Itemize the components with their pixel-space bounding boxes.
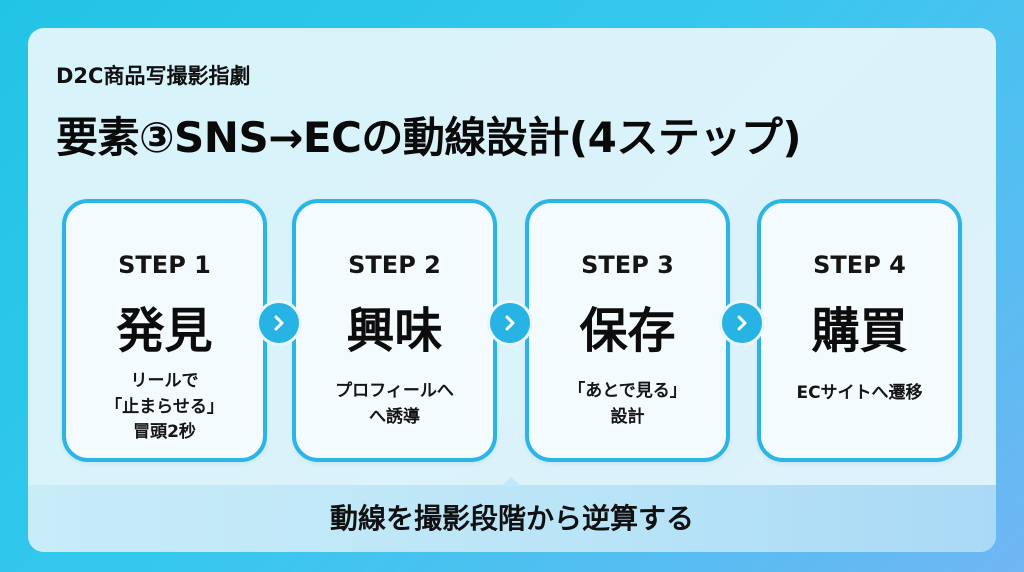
step-label: STEP 2 [348,251,441,279]
step-name: 保存 [579,303,676,359]
step-card-4: STEP 4 購買 ECサイトへ遷移 [757,199,962,462]
footer-pointer [501,477,521,486]
step-label: STEP 4 [813,251,906,279]
page-subtitle: D2C商品写撮影指劇 [56,64,251,88]
step-description: 「あとで見る」 設計 [568,381,687,427]
footer-bar [28,485,996,552]
step-card-2: STEP 2 興味 プロフィールへ へ誘導 [292,199,497,462]
footer-message: 動線を撮影段階から逆算する [329,502,694,535]
step-card-3: STEP 3 保存 「あとで見る」 設計 [525,199,730,462]
chevron-right-icon [256,300,302,346]
step-label: STEP 3 [581,251,674,279]
page-title: 要素③SNS→ECの動線設計(4ステップ) [56,113,802,162]
step-description: ECサイトへ遷移 [796,383,923,403]
step-label: STEP 1 [118,251,211,279]
chevron-right-icon [719,300,765,346]
step-card-1: STEP 1 発見 リールで 「止まらせる」 冒頭2秒 [62,199,267,462]
step-name: 興味 [346,303,443,359]
step-name: 購買 [811,303,908,359]
step-name: 発見 [116,303,213,359]
chevron-right-icon [487,300,533,346]
step-description: リールで 「止まらせる」 冒頭2秒 [105,371,224,442]
step-description: プロフィールへ へ誘導 [335,381,454,427]
